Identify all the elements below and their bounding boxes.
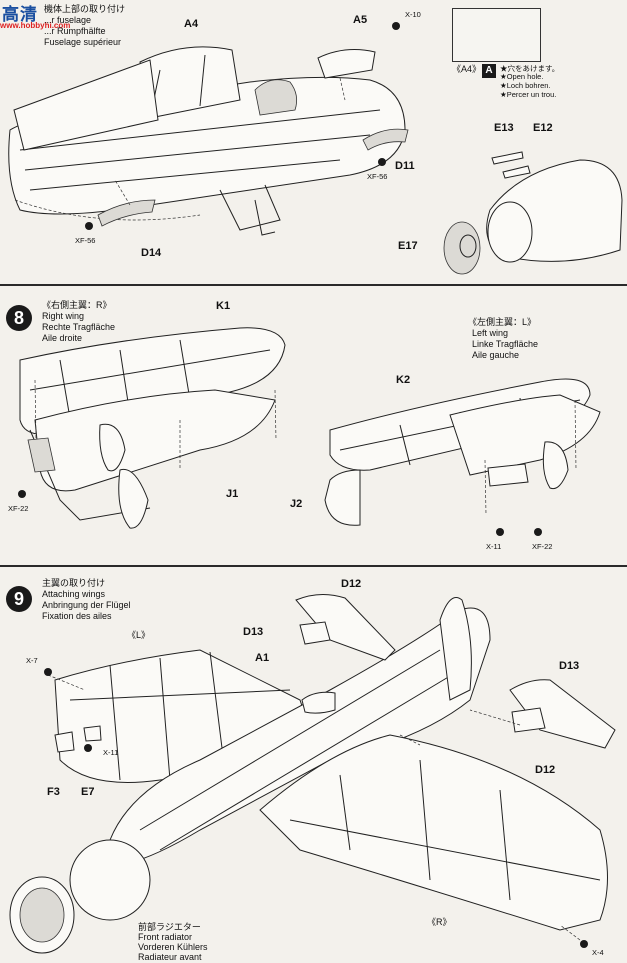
paint-dot-xf56-left (85, 222, 93, 230)
step7-title-en: ...r fuselage (44, 15, 92, 25)
part-f3: F3 (47, 786, 60, 798)
paint-dot-x4 (580, 940, 588, 948)
part-e7: E7 (81, 786, 95, 798)
part-e12: E12 (533, 122, 553, 134)
part-xf22-left: XF-22 (532, 542, 553, 551)
paint-dot-xf22-left (534, 528, 542, 536)
part-xf56-left: XF-56 (75, 236, 96, 245)
part-e13: E13 (494, 122, 514, 134)
inset-a-icon: A (482, 64, 496, 78)
part-d11: D11 (395, 160, 415, 172)
step7-title-de: ...r Rumpfhälfte (44, 26, 106, 36)
step8-right-wing-drawing (19, 327, 286, 529)
step9-title-fr: Fixation des ailes (42, 611, 112, 621)
part-a5: A5 (353, 14, 368, 26)
step9-number: 9 (6, 586, 32, 612)
watermark-url: www.hobbyhi.com (0, 21, 71, 30)
step7-title-fr: Fuselage supérieur (44, 37, 122, 47)
step8-left-title-jp: 《左側主翼：L》 (468, 317, 537, 327)
step9-title-en: Attaching wings (42, 589, 106, 599)
step9-aircraft-drawing (9, 594, 616, 954)
step-divider-7-8 (0, 284, 627, 286)
paint-dot-x10 (392, 22, 400, 30)
part-x10: X-10 (405, 10, 421, 19)
part-xf56-right: XF-56 (367, 172, 388, 181)
wing-mark-r: 《R》 (427, 917, 452, 927)
step8-right-title-fr: Aile droite (42, 333, 83, 343)
watermark-chars: 高清 (2, 5, 38, 24)
part-x11-step8: X-11 (486, 542, 502, 551)
step7-title-jp: 機体上部の取り付け (44, 4, 126, 14)
radiator-label-en: Front radiator (138, 932, 193, 942)
inset-note-fr: ★Percer un trou. (500, 90, 557, 99)
inset-note-de: ★Loch bohren. (500, 81, 551, 90)
step8-number: 8 (6, 305, 32, 331)
radiator-label-de: Vorderen Kühlers (138, 942, 208, 952)
paint-dot-x7 (44, 668, 52, 676)
step8-right-title-jp: 《右側主翼：R》 (42, 300, 112, 310)
radiator-label-fr: Radiateur avant (138, 952, 202, 962)
part-k2: K2 (396, 374, 411, 386)
wing-mark-l: 《L》 (127, 630, 151, 640)
inset-label: 《A4》 (452, 64, 482, 74)
part-xf22-right: XF-22 (8, 504, 29, 513)
step8-left-wing-drawing (324, 378, 601, 526)
paint-dot-xf56-right (378, 158, 386, 166)
part-e17: E17 (398, 240, 418, 252)
radiator-label-jp: 前部ラジエター (138, 922, 201, 932)
inset-note-en: ★Open hole. (500, 72, 544, 81)
part-d14: D14 (141, 247, 162, 259)
part-x4: X-4 (592, 948, 604, 957)
part-x11-step9: X-11 (103, 748, 119, 757)
inset-note-jp: ★穴をあけます。 (500, 64, 560, 73)
step8-right-title-de: Rechte Tragfläche (42, 322, 116, 332)
part-j2: J2 (290, 498, 303, 510)
paint-dot-xf22-right (18, 490, 26, 498)
part-j1: J1 (226, 488, 239, 500)
step9-title-de: Anbringung der Flügel (42, 600, 131, 610)
part-d13-right: D13 (559, 660, 580, 672)
a4-detail-inset (452, 8, 541, 62)
part-a1: A1 (255, 652, 270, 664)
step8-right-title-en: Right wing (42, 311, 85, 321)
step8-left-title-en: Left wing (472, 328, 509, 338)
part-k1: K1 (216, 300, 231, 312)
paint-dot-x11 (496, 528, 504, 536)
step8-left-title-de: Linke Tragfläche (472, 339, 539, 349)
paint-dot-x11-step9 (84, 744, 92, 752)
part-a4: A4 (184, 18, 199, 30)
step-divider-8-9 (0, 565, 627, 567)
part-d13-top: D13 (243, 626, 264, 638)
part-d12-top: D12 (341, 578, 362, 590)
part-x7: X-7 (26, 656, 38, 665)
part-d12-right: D12 (535, 764, 556, 776)
step9-title-jp: 主翼の取り付け (42, 578, 106, 588)
watermark-logo: 高清 www.hobbyhi.com (0, 0, 70, 34)
step7-fuselage-drawing (8, 46, 623, 275)
step8-left-title-fr: Aile gauche (472, 350, 520, 360)
